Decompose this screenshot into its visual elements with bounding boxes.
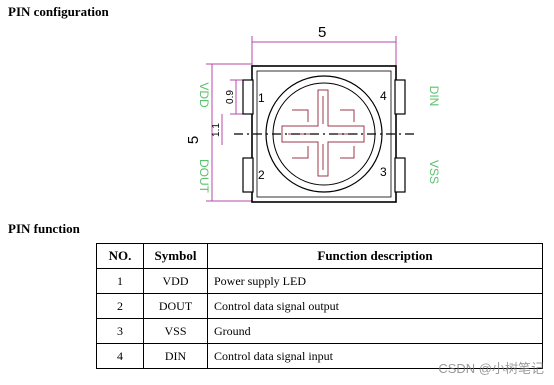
pin-label-vdd: VDD bbox=[197, 82, 211, 108]
row-no: 4 bbox=[96, 343, 144, 369]
row-symbol: VSS bbox=[143, 318, 208, 344]
pin-configuration-diagram: 5 5 0.9 1.1 1 2 3 4 VDD DOUT DIN VSS bbox=[185, 24, 441, 203]
row-function: Control data signal output bbox=[207, 293, 543, 319]
row-symbol: VDD bbox=[143, 268, 208, 294]
pin-label-vss: VSS bbox=[427, 160, 441, 184]
table-row: 4 DIN Control data signal input bbox=[96, 343, 543, 369]
row-no: 2 bbox=[96, 293, 144, 319]
pin-label-din: DIN bbox=[427, 86, 441, 107]
pin-number-4: 4 bbox=[380, 89, 387, 103]
pin-function-table: NO. Symbol Function description 1 VDD Po… bbox=[96, 243, 543, 369]
lead-frame bbox=[281, 89, 365, 177]
watermark: CSDN @小树笔记 bbox=[438, 361, 544, 376]
row-no: 1 bbox=[96, 268, 144, 294]
row-symbol: DOUT bbox=[143, 293, 208, 319]
height-dimension: 5 bbox=[185, 136, 202, 144]
pad-2 bbox=[242, 157, 254, 193]
dimension-lines bbox=[206, 36, 397, 202]
header-no: NO. bbox=[96, 243, 144, 269]
pin-label-dout: DOUT bbox=[197, 159, 211, 194]
header-function: Function description bbox=[207, 243, 543, 269]
pad-1 bbox=[242, 79, 254, 115]
row-function: Ground bbox=[207, 318, 543, 344]
pad-offset-dimension: 1.1 bbox=[211, 123, 222, 137]
pad-4 bbox=[394, 79, 406, 115]
table-row: 1 VDD Power supply LED bbox=[96, 268, 543, 294]
table-row: 3 VSS Ground bbox=[96, 318, 543, 344]
header-symbol: Symbol bbox=[143, 243, 208, 269]
pin-number-1: 1 bbox=[258, 91, 265, 105]
pin-number-3: 3 bbox=[380, 165, 387, 179]
row-no: 3 bbox=[96, 318, 144, 344]
package-body bbox=[251, 65, 397, 203]
pin-number-2: 2 bbox=[258, 168, 265, 182]
pin-function-heading: PIN function bbox=[8, 221, 80, 236]
pad-3 bbox=[394, 157, 406, 193]
pin-configuration-heading: PIN configuration bbox=[8, 4, 109, 19]
row-function: Power supply LED bbox=[207, 268, 543, 294]
width-dimension: 5 bbox=[318, 24, 326, 41]
row-symbol: DIN bbox=[143, 343, 208, 369]
pads bbox=[242, 79, 406, 193]
table-header-row: NO. Symbol Function description bbox=[96, 243, 543, 269]
row-function: Control data signal input bbox=[207, 343, 543, 369]
table-row: 2 DOUT Control data signal output bbox=[96, 293, 543, 319]
pad-length-dimension: 0.9 bbox=[225, 90, 236, 104]
